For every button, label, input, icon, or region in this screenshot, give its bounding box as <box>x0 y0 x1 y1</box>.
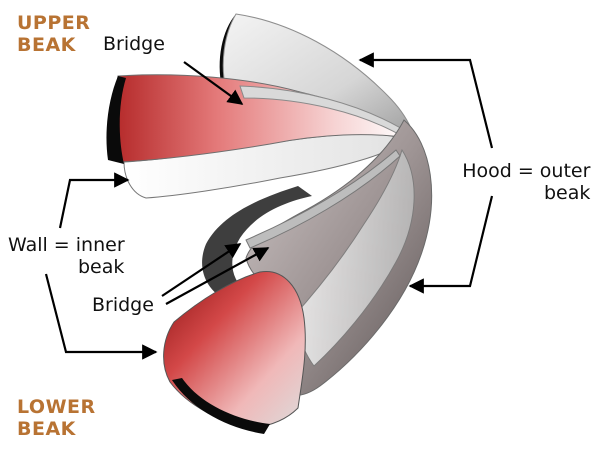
lower-bridge <box>245 149 401 249</box>
wall-label: Wall = inner beak <box>8 234 125 278</box>
hood-bracket-bottom <box>408 195 494 294</box>
hood-label-line2: beak <box>544 182 591 204</box>
bridge-bottom-label: Bridge <box>92 294 154 316</box>
bridge-top-arrow <box>183 61 244 105</box>
wall-bracket-top <box>58 172 130 229</box>
lower-beak-title-line1: LOWER <box>17 396 96 418</box>
bridge-bottom-arrow-1 <box>161 243 242 297</box>
upper-beak-title-line2: BEAK <box>17 34 76 56</box>
hood-label: Hood = outer beak <box>460 160 590 204</box>
wall-bracket-bottom <box>44 273 158 360</box>
wall-label-line1: Wall = inner <box>8 234 125 256</box>
lower-red-surface <box>163 271 306 429</box>
lower-black-edge <box>172 378 270 434</box>
upper-beak-title: UPPER BEAK <box>17 12 90 56</box>
lower-beak <box>163 119 433 434</box>
hood-label-line1: Hood = outer <box>462 160 591 182</box>
upper-beak-title-line1: UPPER <box>17 12 91 34</box>
upper-black-edge <box>106 76 126 164</box>
bridge-bottom-arrow-2 <box>165 247 270 305</box>
lower-hood-dark-rim <box>202 186 312 300</box>
hood-bracket-top <box>358 52 494 149</box>
wall-label-line2: beak <box>78 256 125 278</box>
arrows <box>44 52 494 360</box>
lower-beak-title: LOWER BEAK <box>17 396 96 440</box>
lower-beak-title-line2: BEAK <box>17 418 76 440</box>
bridge-top-label: Bridge <box>103 33 165 55</box>
